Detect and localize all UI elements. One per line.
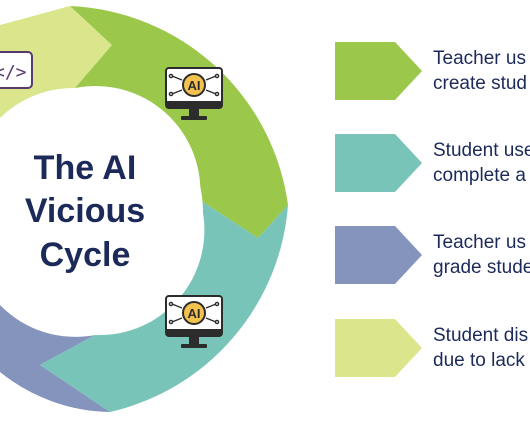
center-title-line-3: Cycle [40,236,131,274]
legend-arrow-1 [335,42,422,100]
legend-text-3-line-1: Teacher us [433,232,526,253]
legend-arrow-4 [335,319,422,377]
ai-monitor-icon: AI [165,67,223,120]
cycle-segment-grade [0,305,110,412]
legend-text-2-line-1: Student use [433,140,530,161]
legend-arrow-2 [335,134,422,192]
legend-text-4-line-2: due to lack [433,350,525,371]
center-circle [0,94,203,330]
legend-text-2-line-2: complete a [433,165,526,186]
legend-text-3-line-2: grade stude [433,257,530,278]
cycle-ring [0,6,288,412]
code-icon-glyph: </> [0,62,27,83]
legend-item-4: Student dis due to lack [335,319,528,377]
legend-item-1: Teacher us create stud [335,42,527,100]
legend-text-1-line-2: create stud [433,73,527,94]
cycle-segment-disengage [0,6,112,118]
cycle-segment-create [70,6,288,238]
legend-text-1-line-1: Teacher us [433,48,526,69]
legend-item-3: Teacher us grade stude [335,226,530,284]
legend: Teacher us create stud Student use compl… [335,42,530,377]
cycle-segment-complete [40,200,288,412]
center-title-line-1: The AI [34,149,137,187]
legend-arrow-3 [335,226,422,284]
ai-monitor-icon-label: AI [188,78,201,93]
ai-monitor-icon-2-label: AI [188,306,201,321]
ai-monitor-icon-2: AI [165,295,223,348]
legend-text-4-line-1: Student dis [433,325,528,346]
code-icon: </> [0,51,33,89]
legend-item-2: Student use complete a [335,134,530,192]
center-title-line-2: Vicious [25,192,145,230]
